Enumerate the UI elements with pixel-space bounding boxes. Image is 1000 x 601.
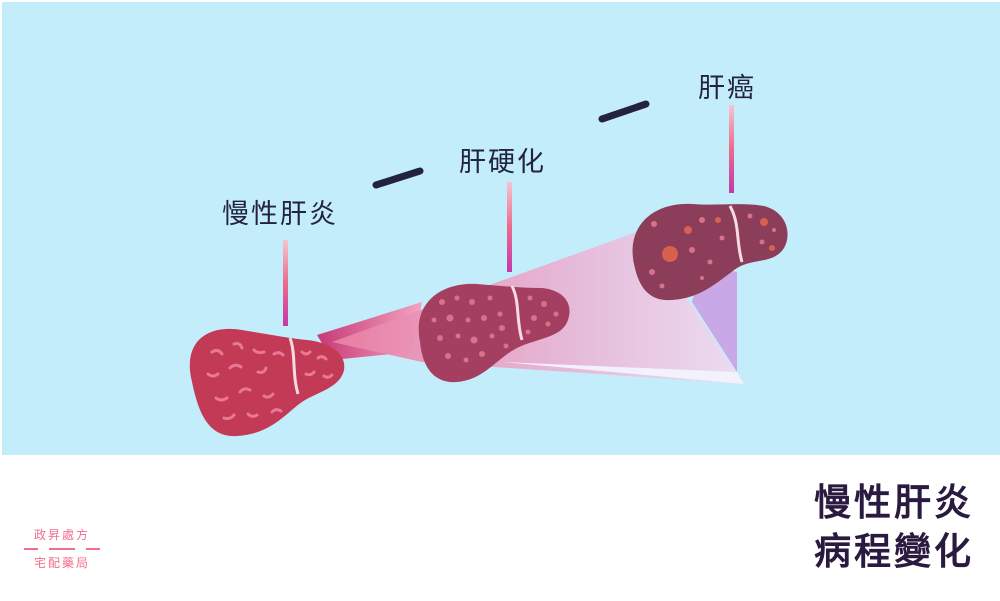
illustration-panel xyxy=(2,2,1000,455)
connector-dash xyxy=(598,100,650,123)
liver-progression-illustration xyxy=(189,100,788,437)
stage-label-hepatitis: 慢性肝炎 xyxy=(222,199,338,230)
title-line-2: 病程變化 xyxy=(814,530,974,573)
liver-cancer xyxy=(632,203,788,301)
brand-divider xyxy=(24,542,100,556)
pin-hepatitis xyxy=(283,240,288,326)
page-title: 慢性肝炎 病程變化 xyxy=(754,478,974,576)
liver-hepatitis xyxy=(189,328,345,437)
beam-tip xyxy=(502,362,744,384)
liver-cirrhosis xyxy=(418,283,570,383)
pin-cirrhosis xyxy=(507,182,512,272)
connector-dash xyxy=(372,167,424,189)
brand-line-1: 政昇處方 xyxy=(33,528,90,542)
pin-cancer xyxy=(729,105,734,193)
stage-label-cirrhosis: 肝硬化 xyxy=(459,147,546,178)
title-line-1: 慢性肝炎 xyxy=(814,481,974,524)
brand-logo: 政昇處方 宅配藥局 xyxy=(24,528,100,570)
stage-label-cancer: 肝癌 xyxy=(698,73,756,104)
brand-line-2: 宅配藥局 xyxy=(33,556,90,570)
